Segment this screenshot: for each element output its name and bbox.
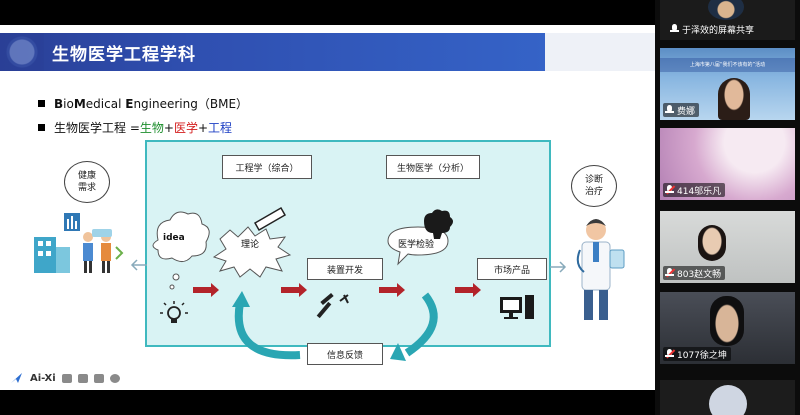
arrow-theory-device — [281, 283, 307, 297]
diagnosis-bubble: 诊断治疗 — [571, 165, 617, 207]
arrow-idea-theory — [193, 283, 219, 297]
participant-name: 1077徐之坤 — [677, 350, 727, 361]
participant-name: 费娜 — [677, 106, 696, 117]
participant-name: 414邬乐凡 — [677, 186, 722, 197]
participant-panel: 于泽效的屏幕共享 上海市第八届“我们不该有的”活动 费娜 414邬乐凡 803赵… — [655, 0, 800, 415]
presentation-slide: 生物医学工程学科 BioMedical Engineering（BME） 生物医… — [0, 25, 655, 390]
formula-plus-1: + — [163, 120, 174, 135]
sharer-avatar — [708, 0, 744, 20]
university-seal-icon — [0, 33, 44, 71]
theory-burst-shape — [212, 226, 292, 278]
loop-right-arrowhead — [390, 343, 406, 361]
idea-cloud-tail-dot — [169, 284, 175, 290]
bme-text-part: edical — [85, 97, 126, 111]
pen-tool-icon[interactable] — [61, 373, 72, 383]
loop-right-arrow — [404, 292, 438, 357]
engineering-box: 工程学（综合） — [222, 155, 312, 179]
formula-eng: 工程 — [208, 121, 233, 135]
participant-tile[interactable]: 803赵文畅 — [660, 211, 795, 283]
formula-prefix: 生物医学工程 = — [54, 121, 140, 135]
slide-title: 生物医学工程学科 — [52, 45, 196, 65]
health-needs-label: 健康需求 — [77, 171, 96, 193]
idea-cloud-tail-dot — [172, 273, 180, 281]
mic-muted-icon — [665, 268, 675, 278]
formula-med: 医学 — [173, 121, 198, 135]
mic-muted-icon — [665, 185, 675, 195]
title-bar-strip — [545, 33, 655, 71]
lightbulb-icon — [160, 301, 188, 323]
bullet-formula: 生物医学工程 = 生物 + 医学 + 工程 — [38, 119, 232, 136]
sharer-label: 于泽效的屏幕共享 — [682, 25, 755, 36]
loop-left-arrowhead — [232, 291, 250, 307]
bullet-bme: BioMedical Engineering（BME） — [38, 95, 248, 112]
biomedicine-box: 生物医学（分析） — [386, 155, 480, 179]
hammer-icon — [316, 292, 349, 319]
mic-icon — [665, 105, 674, 115]
event-banner: 上海市第八届“我们不该有的”活动 — [660, 58, 795, 72]
screen-share-icon — [670, 24, 679, 34]
bullet-square-icon — [38, 100, 45, 107]
participant-name-tag: 费娜 — [663, 103, 700, 117]
computer-icon — [500, 295, 534, 319]
more-options-icon[interactable] — [109, 373, 120, 383]
arrow-to-diagnosis — [550, 261, 567, 273]
device-development-box: 装置开发 — [307, 258, 383, 280]
screen-sharer-tile[interactable]: 于泽效的屏幕共享 — [660, 0, 795, 40]
formula-plus-2: + — [197, 120, 209, 135]
bullet-bme-text: BioMedical Engineering（BME） — [54, 95, 248, 112]
bullet-square-icon — [38, 124, 45, 131]
medexam-bubble-shape — [387, 226, 449, 266]
market-product-box: 市场产品 — [477, 258, 547, 280]
participant-video — [710, 296, 744, 346]
participant-tile[interactable]: 414邬乐凡 — [660, 128, 795, 200]
medical-exam-label: 医学检验 — [398, 240, 435, 250]
participant-name: 803赵文畅 — [677, 269, 722, 280]
participant-video — [718, 78, 750, 120]
participant-video — [709, 385, 747, 415]
doctor-illustration — [568, 210, 628, 325]
participant-name-tag: 1077徐之坤 — [663, 347, 731, 361]
diagram-graphics — [130, 207, 567, 361]
bme-text-part: io — [63, 97, 74, 111]
process-diagram-box — [145, 140, 551, 347]
brand-logo: Ai-Xi — [30, 372, 56, 384]
loop-left-arrow — [234, 302, 301, 360]
slide-title-bar: 生物医学工程学科 — [0, 33, 545, 71]
diagnosis-label: 诊断治疗 — [584, 175, 603, 197]
arrow-exam-market — [455, 283, 481, 297]
idea-label: idea — [163, 233, 185, 243]
health-needs-bubble: 健康需求 — [64, 161, 110, 203]
bme-text-part: ngineering（BME） — [133, 97, 249, 111]
mic-muted-icon — [665, 349, 675, 359]
health-needs-illustration — [30, 207, 126, 279]
feedback-box: 信息反馈 — [307, 343, 383, 365]
idea-cloud-shape — [152, 211, 210, 262]
comment-icon[interactable] — [93, 373, 104, 383]
participant-name-tag: 414邬乐凡 — [663, 183, 726, 197]
arrow-to-health-needs — [130, 259, 147, 271]
arrow-device-exam — [379, 283, 405, 297]
bme-text-part: M — [73, 97, 86, 111]
formula-bio: 生物 — [139, 121, 164, 135]
presentation-toolbar: Ai-Xi — [10, 370, 120, 386]
theory-label: 理论 — [241, 240, 260, 250]
screen-icon[interactable] — [77, 373, 88, 383]
participant-tile[interactable]: 1077徐之坤 — [660, 292, 795, 364]
participant-tile[interactable]: 上海市第八届“我们不该有的”活动 费娜 — [660, 48, 795, 120]
participant-video — [698, 225, 726, 261]
ruler-icon — [253, 207, 287, 231]
shared-screen-area: 生物医学工程学科 BioMedical Engineering（BME） 生物医… — [0, 25, 655, 390]
pointer-arrow-icon[interactable] — [10, 372, 24, 384]
participant-tile[interactable] — [660, 380, 795, 415]
sharer-name-tag: 于泽效的屏幕共享 — [668, 22, 758, 36]
participant-name-tag: 803赵文畅 — [663, 266, 726, 280]
bme-text-part: B — [54, 97, 64, 111]
brain-icon — [424, 209, 453, 239]
bme-text-part: E — [125, 97, 134, 111]
flow-arrows — [193, 283, 481, 297]
